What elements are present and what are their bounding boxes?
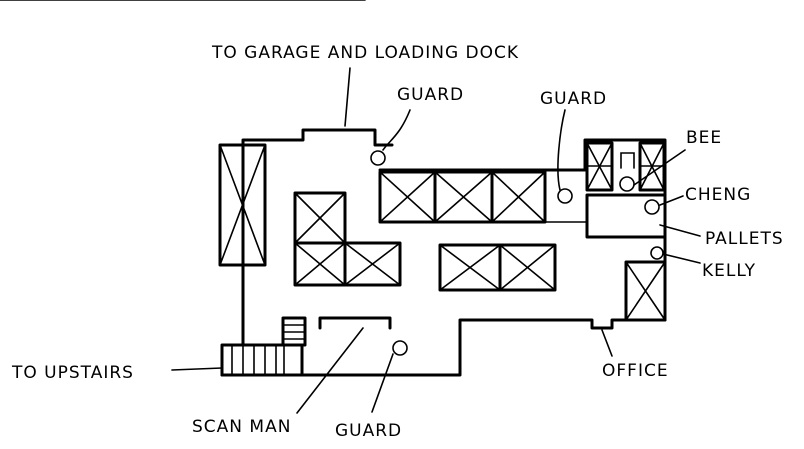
label-kelly: KELLY bbox=[702, 261, 756, 281]
crate bbox=[638, 141, 666, 192]
label-garage: TO GARAGE AND LOADING DOCK bbox=[211, 43, 519, 63]
scanner-bracket bbox=[318, 316, 392, 330]
bee-marker bbox=[619, 176, 635, 192]
crate bbox=[343, 241, 402, 287]
pallets-area bbox=[585, 193, 667, 239]
label-pallets: PALLETS bbox=[705, 229, 784, 249]
label-guard: GUARD bbox=[335, 421, 402, 441]
label-bee: BEE bbox=[686, 128, 722, 148]
label-office: OFFICE bbox=[602, 361, 669, 381]
label-guard: GUARD bbox=[540, 89, 607, 109]
crate bbox=[378, 170, 437, 224]
crate bbox=[585, 141, 614, 192]
crate bbox=[624, 260, 667, 322]
small-fixture bbox=[620, 152, 635, 169]
cheng-marker bbox=[644, 199, 660, 215]
kelly-marker bbox=[650, 246, 664, 260]
guard-marker bbox=[557, 188, 573, 204]
crate bbox=[438, 243, 502, 292]
guard-marker bbox=[370, 150, 386, 166]
leader-lines bbox=[0, 0, 701, 414]
crate bbox=[490, 170, 547, 224]
guard-marker bbox=[392, 340, 408, 356]
walls bbox=[220, 128, 667, 377]
label-guard: GUARD bbox=[397, 85, 464, 105]
crates bbox=[218, 141, 667, 322]
label-upstairs: TO UPSTAIRS bbox=[11, 363, 134, 383]
crate bbox=[433, 170, 494, 224]
crate bbox=[218, 143, 267, 267]
label-cheng: CHENG bbox=[685, 185, 751, 205]
stairs bbox=[220, 316, 307, 377]
label-scan-man: SCAN MAN bbox=[192, 417, 291, 437]
crate bbox=[498, 243, 557, 292]
crate bbox=[293, 191, 347, 245]
crate bbox=[293, 241, 347, 287]
